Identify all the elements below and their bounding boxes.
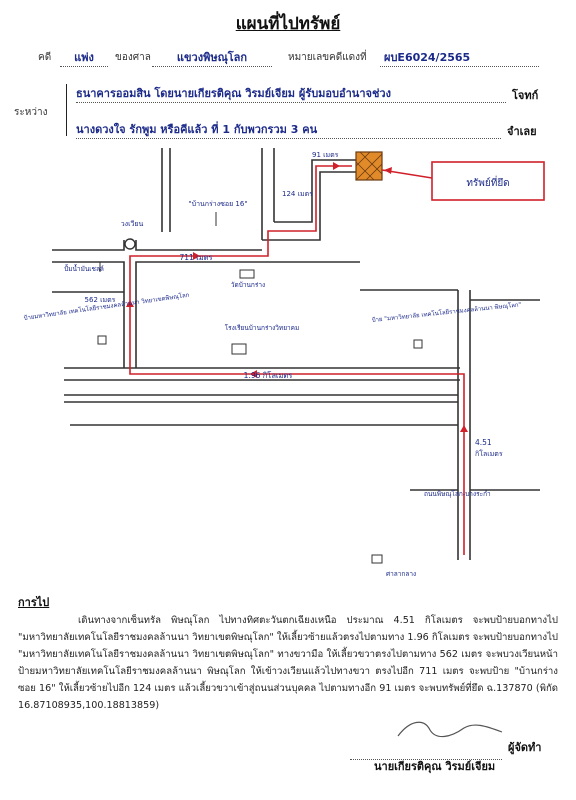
party-bracket xyxy=(66,84,68,136)
distance-711: 711 เมตร xyxy=(179,253,212,262)
court-name: แขวงพิษณุโลก xyxy=(152,48,272,67)
property-hatch xyxy=(355,151,383,181)
property-label: ทรัพย์ที่ยึด xyxy=(466,175,509,189)
distance-196: 1.96 กิโลเมตร xyxy=(244,371,293,380)
route-arrows xyxy=(126,162,468,432)
court-label: ของศาล xyxy=(115,52,151,63)
between-label: ระหว่าง xyxy=(14,107,48,118)
plaintiff-name: ธนาคารออมสิน โดยนายเกียรติคุณ วิรมย์เจีย… xyxy=(76,84,506,103)
petrol-station: ปั้มน้ำมันเชลล์ xyxy=(64,264,104,273)
roundabout-marker xyxy=(124,238,136,250)
landmark-markers xyxy=(97,212,423,564)
preparer-role: ผู้จัดทำ xyxy=(508,741,542,754)
route-path xyxy=(129,165,465,555)
distance-451-unit: กิโลเมตร xyxy=(475,449,503,458)
preparer-name: นายเกียรติคุณ วิรมย์เจียม xyxy=(374,760,496,773)
signature-line xyxy=(350,740,502,760)
property-callout xyxy=(431,161,545,201)
junction-label: วงเวียน xyxy=(121,220,144,228)
signature-scribble xyxy=(397,721,503,738)
highway-label: ถนนพิษณุโลก-บางระกำ xyxy=(424,490,491,498)
school-label: โรงเรียนบ้านกร่างวิทยาคม xyxy=(225,324,300,332)
case-no-label: หมายเลขคดีแดงที่ xyxy=(288,52,367,63)
case-number: ผบE6024/2565 xyxy=(380,48,539,67)
temple-label: วัดบ้านกร่าง xyxy=(231,281,265,289)
start-label: ศาลากลาง xyxy=(386,570,416,578)
page-title: แผนที่ไปทรัพย์ xyxy=(235,14,341,34)
distance-124: 124 เมตร xyxy=(282,190,313,198)
case-label: คดี xyxy=(38,52,52,63)
distance-451-value: 4.51 xyxy=(475,438,492,447)
case-type: แพ่ง xyxy=(60,48,108,67)
road-lines xyxy=(52,148,540,560)
route-description: เดินทางจากเซ็นทรัล พิษณุโลก ไปทางทิศตะวั… xyxy=(18,615,558,711)
callout-arrowhead xyxy=(384,167,392,174)
defendant-role: จำเลย xyxy=(507,125,537,138)
route-heading: การไป xyxy=(18,596,50,609)
route-map: ทรัพย์ที่ยึด 91 เมตร 124 เมตร "บ้านกร่าง… xyxy=(23,148,545,578)
defendant-name: นางดวงใจ รักพูม หรือคีแล้ว ที่ 1 กับพวกร… xyxy=(76,120,501,139)
distance-562: 562 เมตร xyxy=(85,296,116,304)
plaintiff-role: โจทก์ xyxy=(512,89,539,102)
campus-sign-right: ป้าย "มหาวิทยาลัย เทคโนโลยีราชมงคลล้านนา… xyxy=(371,300,521,324)
distance-91: 91 เมตร xyxy=(312,151,339,159)
soi-16-sign: "บ้านกร่างซอย 16" xyxy=(188,200,247,208)
